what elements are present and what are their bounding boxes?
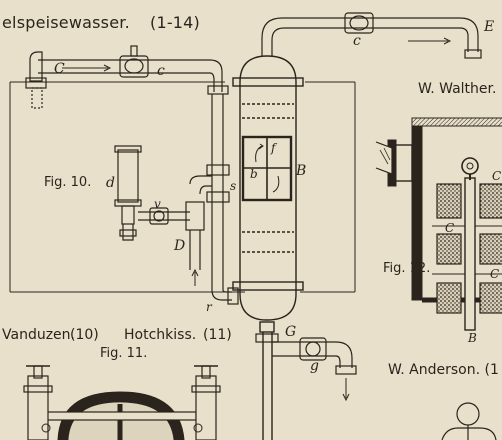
label-g: g	[310, 358, 319, 374]
label-f: f	[271, 141, 276, 155]
fig11-hotchkiss	[23, 365, 221, 440]
feed-pipe-c	[25, 45, 229, 109]
label-fig12-C-b: C	[445, 221, 455, 235]
fig10-wall-panel	[9, 81, 356, 293]
page-title: elspeisewasser.	[2, 13, 130, 32]
caption-vanduzen: Vanduzen.	[2, 327, 75, 343]
label-outlet-E: E	[484, 19, 495, 35]
heater-vessel-b	[232, 55, 304, 440]
fig10-label: Fig. 10.	[44, 175, 92, 190]
label-fig12-B: B	[468, 331, 477, 345]
label-s: s	[230, 179, 237, 193]
label-valve-v: v	[154, 197, 161, 211]
anderson-apparatus	[441, 402, 497, 440]
fig12-walther-heater	[375, 117, 502, 331]
label-fig12-C-a: C	[492, 169, 502, 183]
caption-anderson: W. Anderson. (1	[388, 362, 499, 378]
caption-walther: W. Walther.	[418, 81, 497, 97]
label-fig12-C-c: C	[490, 267, 500, 281]
pump-d	[114, 145, 212, 286]
steam-pipe-e	[261, 12, 482, 59]
outlet-valve-g	[255, 333, 357, 402]
label-vessel-B: B	[296, 163, 307, 179]
label-valve-c-top: c	[353, 33, 361, 49]
label-r: r	[206, 300, 212, 314]
caption-hotchkiss: Hotchkiss.	[124, 327, 197, 343]
label-G: G	[285, 324, 297, 340]
page-title-ref: (1-14)	[150, 13, 200, 32]
label-pipe-D: D	[174, 238, 186, 254]
label-pipe-C: C	[54, 61, 65, 77]
caption-vanduzen-ref: (10)	[70, 327, 99, 343]
fig11-label: Fig. 11.	[100, 346, 148, 361]
caption-hotchkiss-ref: (11)	[203, 327, 232, 343]
fig12-label: Fig. 12.	[383, 261, 431, 276]
label-pump-d: d	[106, 175, 115, 191]
label-b: b	[250, 167, 258, 181]
label-valve-c: c	[157, 63, 165, 79]
vertical-feed-pipe	[206, 94, 239, 305]
